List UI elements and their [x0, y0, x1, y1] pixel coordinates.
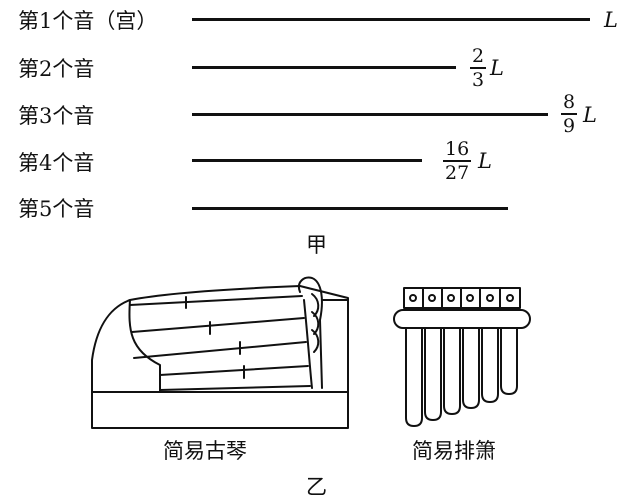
note-2-length: L	[490, 56, 504, 80]
note-3-ratio: 8 9	[561, 91, 578, 137]
note-2-ratio-num: 2	[472, 45, 485, 67]
paixiao-label: 简易排箫	[412, 439, 496, 463]
note-4-bar	[192, 159, 422, 162]
note-4-length: L	[478, 149, 492, 173]
figure-jia-caption: 甲	[306, 233, 327, 257]
note-3-length: L	[583, 103, 597, 127]
note-4-ratio: 16 27	[443, 138, 472, 184]
note-1-length: L	[604, 8, 618, 32]
note-4-ratio-den: 27	[445, 162, 470, 184]
note-2-ratio-den: 3	[472, 69, 485, 91]
note-2-ratio: 2 3	[470, 45, 487, 91]
paixiao-drawing	[393, 287, 531, 427]
guqin-drawing	[91, 276, 349, 429]
note-2-label: 第2个音	[18, 57, 95, 81]
note-5-label: 第5个音	[18, 197, 95, 221]
note-4-label: 第4个音	[18, 151, 95, 175]
guqin-label: 简易古琴	[163, 439, 247, 463]
figure-yi-caption: 乙	[306, 475, 327, 499]
note-3-ratio-den: 9	[563, 115, 576, 137]
note-5-bar	[192, 207, 508, 210]
note-3-label: 第3个音	[18, 104, 95, 128]
note-4-ratio-num: 16	[445, 138, 470, 160]
note-3-bar	[192, 113, 548, 116]
note-3-ratio-num: 8	[563, 91, 576, 113]
note-2-bar	[192, 66, 456, 69]
note-1-label: 第1个音（宫）	[18, 9, 158, 33]
note-1-bar	[192, 18, 590, 21]
